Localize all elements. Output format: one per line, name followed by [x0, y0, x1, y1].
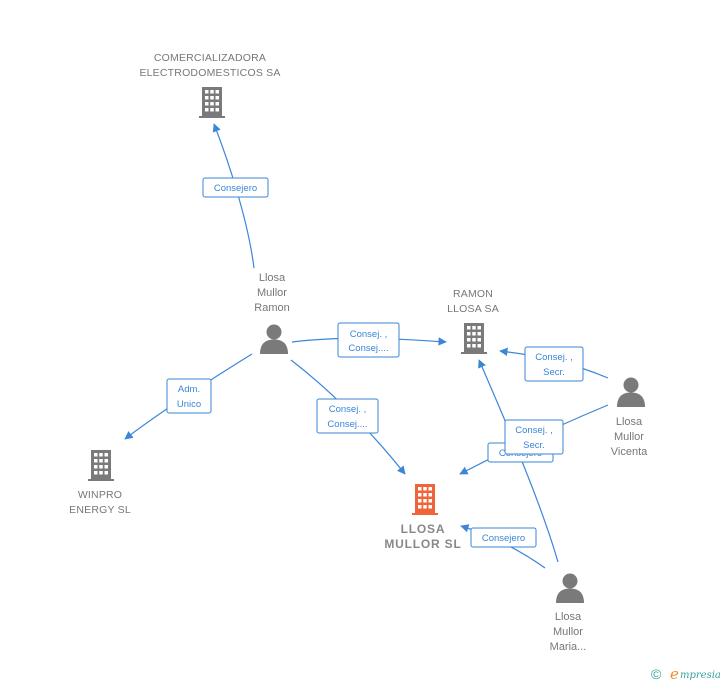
building-icon — [461, 323, 487, 354]
empresia-logo: © e mpresia — [651, 665, 721, 683]
edge-label-text: Unico — [177, 399, 201, 410]
node-llosa-mullor-vicenta[interactable]: Llosa Mullor Vicenta — [611, 377, 648, 459]
edge-label-text: Adm. — [178, 384, 200, 395]
node-label: WINPRO — [78, 489, 122, 501]
edge-label-text: Consej. , — [350, 329, 388, 340]
edge-label-text: Secr. — [523, 440, 545, 451]
brand-name: mpresia — [680, 670, 721, 681]
node-llosa-mullor-sl[interactable]: LLOSA MULLOR SL — [384, 484, 461, 551]
node-label: Vicenta — [611, 446, 648, 458]
node-label: COMERCIALIZADORA — [154, 52, 266, 64]
building-icon — [412, 484, 438, 515]
edge-label-text: Consej. , — [535, 352, 573, 363]
node-label: Llosa — [555, 611, 582, 623]
node-llosa-mullor-ramon[interactable]: Llosa Mullor Ramon — [254, 272, 290, 354]
edge-label-consej-ramonllosa[interactable]: Consej. , Consej.... — [337, 322, 400, 358]
node-label: Maria... — [550, 641, 587, 653]
edge-label-text: Consej. , — [515, 425, 553, 436]
person-icon — [617, 377, 645, 407]
node-label: LLOSA SA — [447, 303, 499, 315]
building-icon — [199, 87, 225, 118]
copyright-icon: © — [651, 666, 662, 682]
node-label: Mullor — [257, 287, 287, 299]
edge-label-adm-unico[interactable]: Adm. Unico — [166, 378, 212, 414]
node-label: Mullor — [553, 626, 583, 638]
node-label: MULLOR SL — [384, 537, 461, 551]
edge-label-consej-secr-ramonllosa[interactable]: Consej. , Secr. — [524, 346, 584, 382]
node-label: RAMON — [453, 288, 493, 300]
building-icon — [88, 450, 114, 481]
node-ramon-llosa-sa[interactable]: RAMON LLOSA SA — [447, 288, 499, 354]
edge-label-text: Secr. — [543, 367, 565, 378]
node-label: Mullor — [614, 431, 644, 443]
person-icon — [260, 324, 288, 354]
edge-label-text: Consej. , — [329, 404, 367, 415]
person-icon — [556, 573, 584, 603]
node-label: Llosa — [616, 416, 643, 428]
edge-label-text: Consejero — [214, 183, 257, 194]
node-label: LLOSA — [401, 522, 446, 536]
edge-label-text: Consejero — [482, 533, 525, 544]
node-llosa-mullor-maria[interactable]: Llosa Mullor Maria... — [550, 573, 587, 654]
brand-initial: e — [670, 665, 679, 683]
edge-label-consej-secr-llosamullor[interactable]: Consej. , Secr. — [504, 419, 564, 455]
edge-label-consejero-top[interactable]: Consejero — [202, 177, 269, 198]
edge-label-text: Consej.... — [327, 419, 367, 430]
edge-label-text: Consej.... — [348, 343, 388, 354]
edge-label-consej-llosamullor[interactable]: Consej. , Consej.... — [316, 398, 379, 434]
node-winpro-energy[interactable]: WINPRO ENERGY SL — [69, 450, 131, 516]
node-comercializadora[interactable]: COMERCIALIZADORA ELECTRODOMESTICOS SA — [139, 52, 280, 118]
edge-label-consejero-maria[interactable]: Consejero — [470, 527, 537, 548]
node-label: ELECTRODOMESTICOS SA — [139, 67, 280, 79]
node-label: Llosa — [259, 272, 286, 284]
node-label: ENERGY SL — [69, 504, 131, 516]
node-label: Ramon — [254, 302, 289, 314]
